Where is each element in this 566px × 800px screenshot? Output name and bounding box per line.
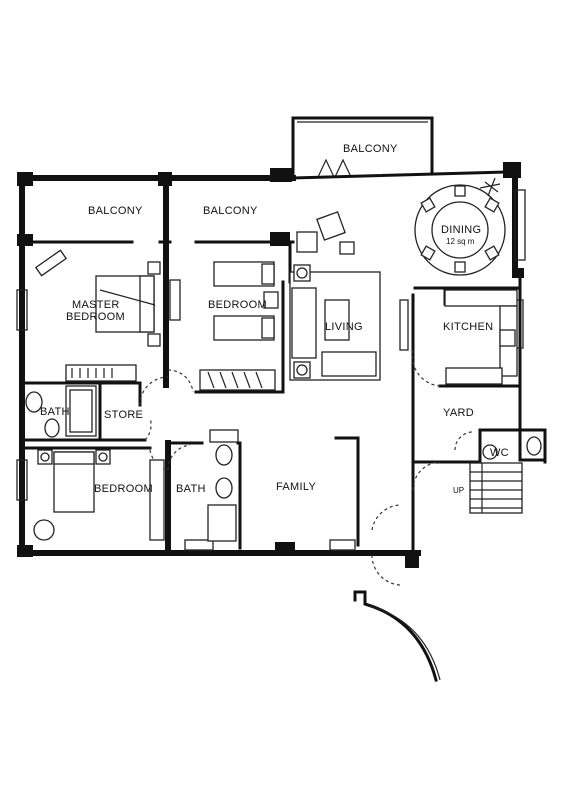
label-wc: WC (490, 447, 509, 459)
label-up: UP (453, 486, 464, 495)
label-living: LIVING (325, 321, 363, 333)
label-store: STORE (104, 409, 143, 421)
label-bedroom-lower: BEDROOM (94, 483, 153, 495)
label-family: FAMILY (276, 481, 316, 493)
balcony-top (291, 116, 434, 180)
small-bath-fixtures (25, 385, 97, 438)
lower-bath-fixtures (207, 429, 239, 542)
windows (16, 189, 526, 551)
label-bath-lower: BATH (176, 483, 206, 495)
master-bed (34, 249, 161, 382)
label-yard: YARD (443, 407, 474, 419)
interior-walls (20, 175, 547, 551)
label-master-bedroom-1: MASTER (72, 299, 120, 311)
label-balcony-top: BALCONY (343, 143, 398, 155)
label-master-bedroom-2: BEDROOM (66, 311, 125, 323)
label-bath-small: BATH (40, 406, 70, 418)
label-dining-area: 12 sq m (446, 237, 475, 246)
twin-beds (199, 261, 279, 391)
wc-fixtures (482, 436, 542, 460)
label-balcony-mid: BALCONY (203, 205, 258, 217)
label-balcony-left: BALCONY (88, 205, 143, 217)
lower-bedroom-furniture (33, 449, 165, 541)
entry-ramp (353, 590, 441, 682)
label-dining: DINING (441, 224, 481, 236)
label-bedroom-upper: BEDROOM (208, 299, 267, 311)
kitchen-fixtures (444, 289, 518, 385)
room-labels: BALCONY BALCONY BALCONY DINING 12 sq m M… (40, 143, 509, 495)
label-kitchen: KITCHEN (443, 321, 493, 333)
dining-table (414, 177, 506, 276)
living-furniture (289, 211, 381, 381)
